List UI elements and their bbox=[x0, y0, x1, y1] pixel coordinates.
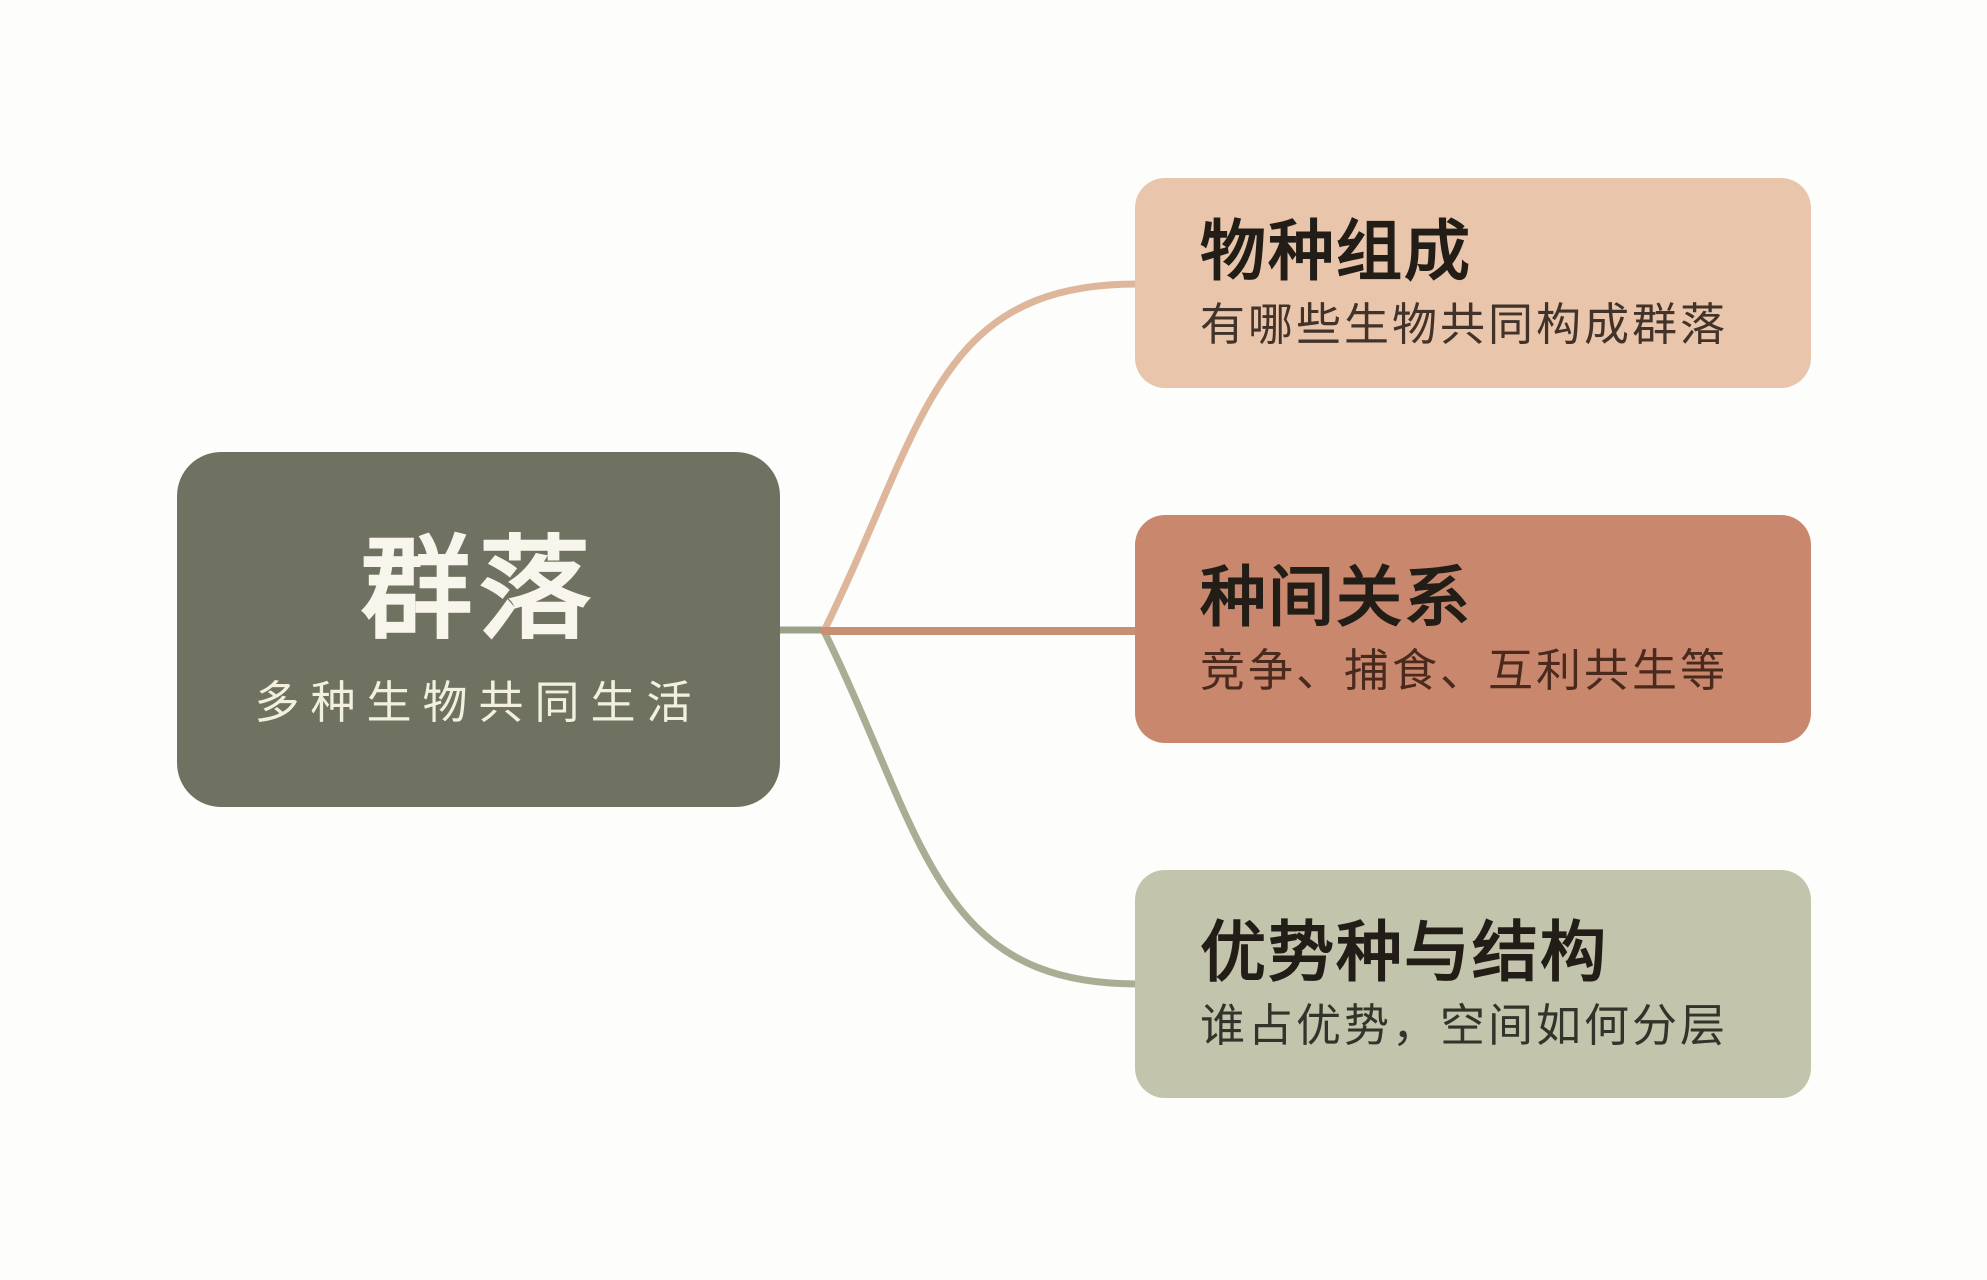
branch-title-dominant-structure: 优势种与结构 bbox=[1200, 914, 1608, 989]
connector-to-species-composition bbox=[820, 280, 1141, 635]
branch-subtitle-interspecific-relations: 竞争、捕食、互利共生等 bbox=[1200, 643, 1729, 697]
branch-subtitle-species-composition: 有哪些生物共同构成群落 bbox=[1200, 297, 1729, 351]
branch-title-species-composition: 物种组成 bbox=[1200, 213, 1472, 288]
root-node-subtitle: 多种生物共同生活 bbox=[254, 676, 703, 729]
root-node: 群落 多种生物共同生活 bbox=[177, 452, 780, 807]
branch-title-interspecific-relations: 种间关系 bbox=[1200, 559, 1472, 634]
root-node-title: 群落 bbox=[360, 527, 597, 652]
connector-to-dominant-structure bbox=[820, 627, 1141, 988]
branch-node-dominant-structure: 优势种与结构 谁占优势，空间如何分层 bbox=[1135, 870, 1811, 1098]
branch-node-interspecific-relations: 种间关系 竞争、捕食、互利共生等 bbox=[1135, 515, 1811, 743]
branch-subtitle-dominant-structure: 谁占优势，空间如何分层 bbox=[1200, 998, 1729, 1052]
branch-node-species-composition: 物种组成 有哪些生物共同构成群落 bbox=[1135, 178, 1811, 388]
